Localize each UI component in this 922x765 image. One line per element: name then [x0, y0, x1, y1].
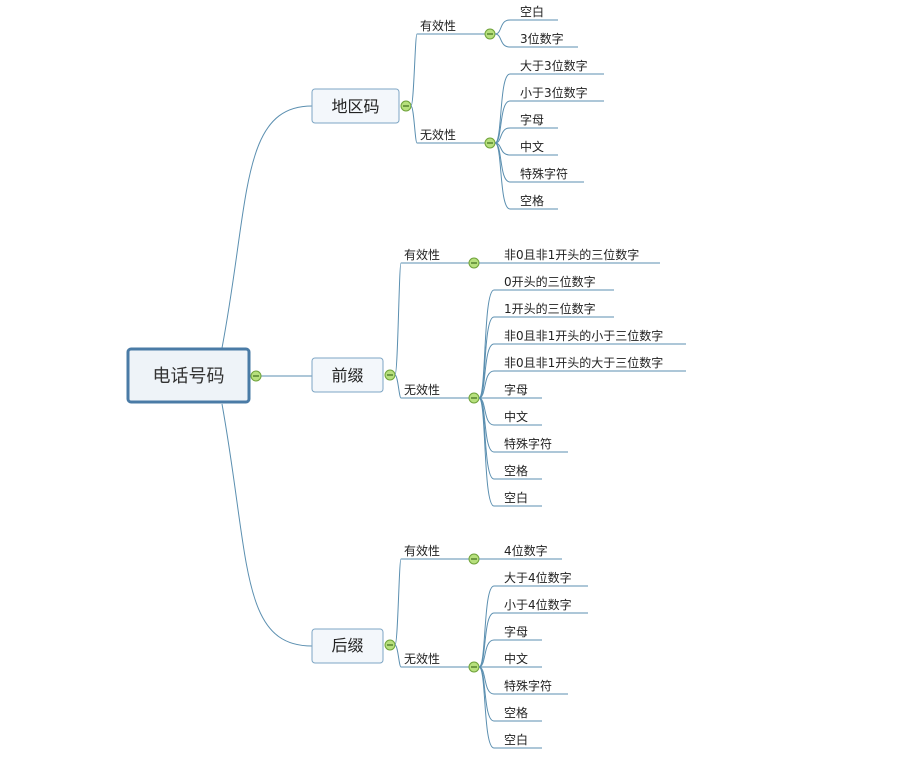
- topic-prefix-label: 前缀: [331, 366, 363, 385]
- leaf-node[interactable]: 非0且非1开头的小于三位数字: [504, 328, 663, 343]
- leaf-node[interactable]: 4位数字: [504, 543, 548, 558]
- leaf-node[interactable]: 特殊字符: [504, 436, 552, 451]
- topic-suffix-collapse-icon[interactable]: [384, 639, 396, 651]
- root-label: 电话号码: [153, 366, 225, 387]
- leaf-node[interactable]: 字母: [504, 382, 528, 397]
- topic-suffix-node[interactable]: 后缀: [311, 628, 384, 664]
- leaf-node[interactable]: 中文: [504, 651, 528, 666]
- leaf-node[interactable]: 特殊字符: [520, 166, 568, 181]
- link-root-area: [221, 105, 313, 349]
- link-suffix-valid: [394, 558, 402, 646]
- leaf-node[interactable]: 0开头的三位数字: [504, 274, 596, 289]
- link-area-valid-leaf: [494, 19, 511, 35]
- root-collapse-icon[interactable]: [250, 370, 262, 382]
- prefix-valid-label[interactable]: 有效性: [404, 247, 440, 262]
- link-area-valid-leaf: [494, 33, 511, 48]
- leaf-node[interactable]: 特殊字符: [504, 678, 552, 693]
- prefix-invalid-label[interactable]: 无效性: [404, 382, 440, 397]
- leaf-node[interactable]: 小于3位数字: [520, 85, 588, 100]
- prefix-valid-collapse-icon[interactable]: [468, 257, 480, 269]
- leaf-node[interactable]: 字母: [520, 112, 544, 127]
- prefix-invalid-collapse-icon[interactable]: [468, 392, 480, 404]
- leaf-node[interactable]: 字母: [504, 624, 528, 639]
- suffix-valid-collapse-icon[interactable]: [468, 553, 480, 565]
- topic-area-label: 地区码: [331, 97, 379, 116]
- leaf-node[interactable]: 小于4位数字: [504, 597, 572, 612]
- leaf-node[interactable]: 空白: [520, 4, 544, 19]
- link-area-invalid-leaf: [494, 142, 511, 183]
- leaf-node[interactable]: 空格: [504, 705, 528, 720]
- suffix-valid-label[interactable]: 有效性: [404, 543, 440, 558]
- topic-suffix-label: 后缀: [331, 636, 363, 655]
- suffix-invalid-collapse-icon[interactable]: [468, 661, 480, 673]
- link-suffix-invalid-leaf: [478, 666, 495, 749]
- leaf-node[interactable]: 3位数字: [520, 31, 564, 46]
- link-suffix-invalid-leaf: [478, 639, 495, 668]
- leaf-node[interactable]: 大于3位数字: [520, 58, 588, 73]
- leaf-node[interactable]: 空格: [504, 463, 528, 478]
- link-root-suffix: [221, 403, 313, 647]
- topic-area-node[interactable]: 地区码: [311, 88, 400, 124]
- link-area-valid: [410, 33, 418, 107]
- area-valid-collapse-icon[interactable]: [484, 28, 496, 40]
- area-valid-label[interactable]: 有效性: [420, 18, 456, 33]
- link-suffix-invalid: [394, 644, 402, 668]
- area-invalid-collapse-icon[interactable]: [484, 137, 496, 149]
- topic-area-collapse-icon[interactable]: [400, 100, 412, 112]
- suffix-invalid-label[interactable]: 无效性: [404, 651, 440, 666]
- topic-prefix-node[interactable]: 前缀: [311, 357, 384, 393]
- leaf-node[interactable]: 中文: [520, 139, 544, 154]
- leaf-node[interactable]: 非0且非1开头的三位数字: [504, 247, 639, 262]
- leaf-node[interactable]: 大于4位数字: [504, 570, 572, 585]
- leaf-node[interactable]: 非0且非1开头的大于三位数字: [504, 355, 663, 370]
- link-area-invalid: [410, 105, 418, 144]
- link-prefix-invalid-leaf: [478, 370, 495, 399]
- subtopics-layer: 有效性空白3位数字无效性大于3位数字小于3位数字字母中文特殊字符空格有效性非0且…: [384, 4, 686, 749]
- leaf-node[interactable]: 空白: [504, 490, 528, 505]
- root-node[interactable]: 电话号码: [126, 347, 251, 404]
- leaf-node[interactable]: 空白: [504, 732, 528, 747]
- leaf-node[interactable]: 中文: [504, 409, 528, 424]
- leaf-node[interactable]: 空格: [520, 193, 544, 208]
- link-prefix-valid: [394, 262, 402, 376]
- link-area-invalid-leaf: [494, 142, 511, 210]
- link-prefix-invalid: [394, 374, 402, 399]
- leaf-node[interactable]: 1开头的三位数字: [504, 301, 596, 316]
- topic-prefix-collapse-icon[interactable]: [384, 369, 396, 381]
- area-invalid-label[interactable]: 无效性: [420, 127, 456, 142]
- link-area-invalid-leaf: [494, 100, 511, 144]
- link-area-invalid-leaf: [494, 127, 511, 144]
- link-prefix-invalid-leaf: [478, 397, 495, 507]
